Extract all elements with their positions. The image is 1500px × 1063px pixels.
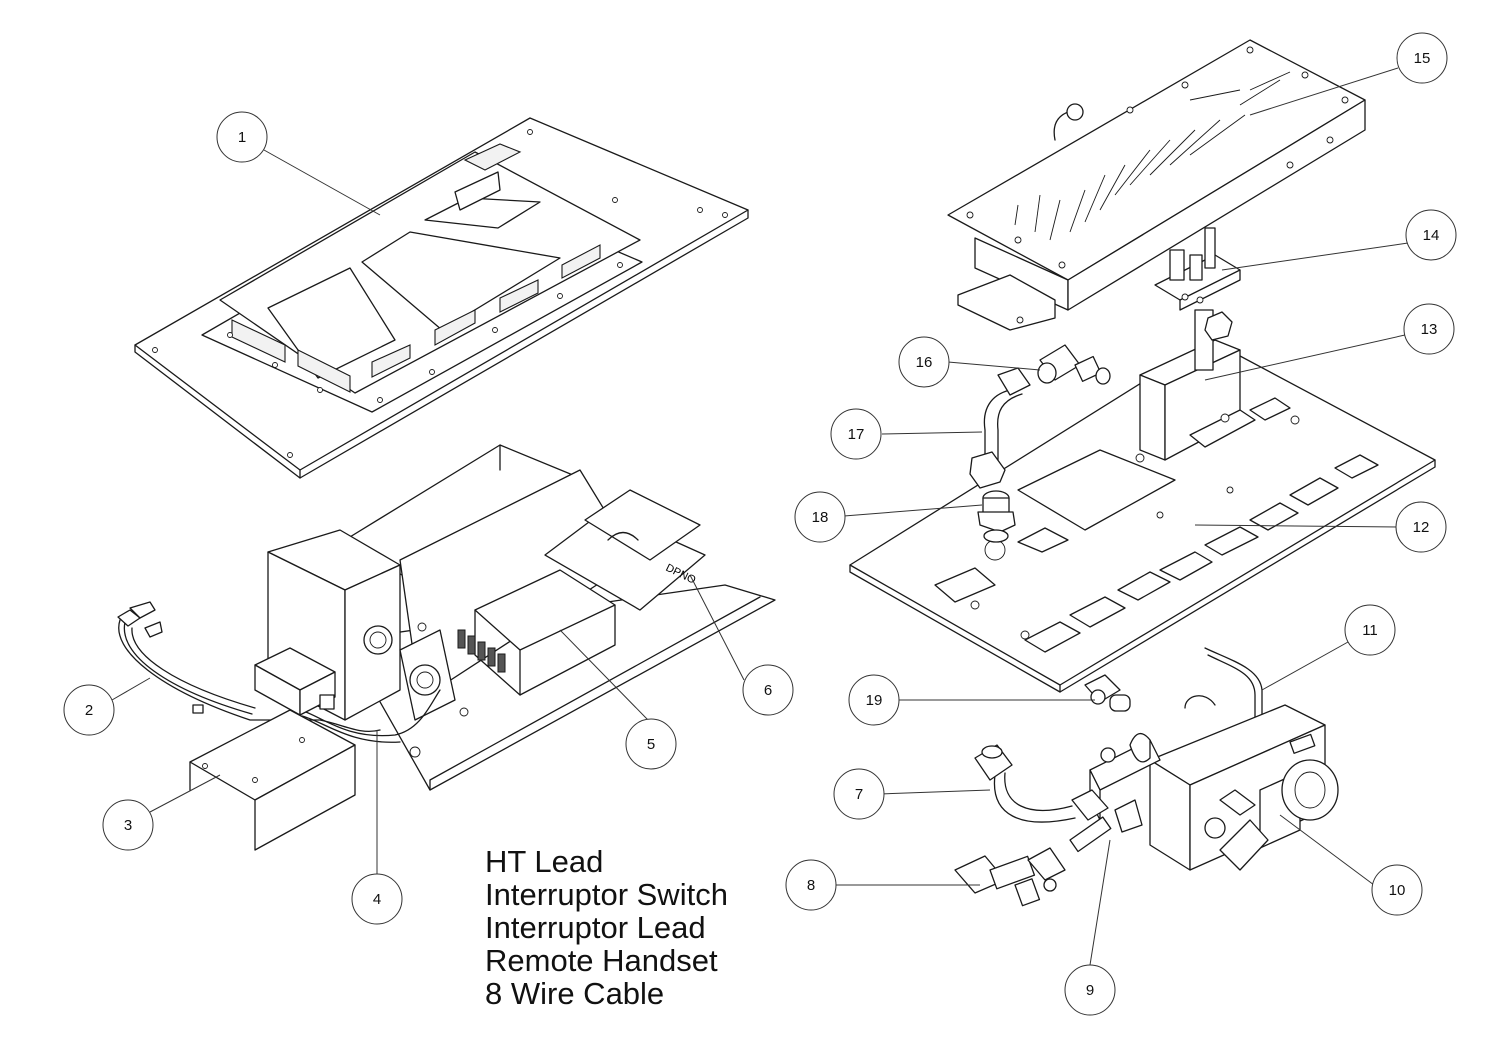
- interruptor-switch-box: [254, 647, 336, 716]
- part-12-mounting-plate: [849, 339, 1436, 693]
- callout-4: 4: [351, 873, 403, 925]
- callout-label: 13: [1421, 321, 1438, 338]
- callout-label: 10: [1389, 882, 1406, 899]
- part-3-switch-cover: [189, 709, 356, 851]
- part-19-fitting: [1084, 674, 1131, 712]
- callout-label: 3: [124, 817, 132, 834]
- callout-label: 18: [812, 509, 829, 526]
- callout-9: 9: [1064, 964, 1116, 1016]
- part-9-pilot-tube: [1069, 799, 1143, 853]
- part-16-elbow-fitting: [1037, 344, 1111, 385]
- legend-list: HT Lead Interruptor Switch Interruptor L…: [485, 845, 728, 1010]
- callout-13: 13: [1403, 303, 1455, 355]
- callout-18: 18: [794, 491, 846, 543]
- callout-label: 8: [807, 877, 815, 894]
- callout-1: 1: [216, 111, 268, 163]
- callout-label: 12: [1413, 519, 1430, 536]
- callout-15: 15: [1396, 32, 1448, 84]
- callout-label: 4: [373, 891, 381, 908]
- callout-label: 16: [916, 354, 933, 371]
- callout-label: 17: [848, 426, 865, 443]
- callout-label: 19: [866, 692, 883, 709]
- base-tray-assembly: DPNO: [267, 444, 776, 791]
- callout-8: 8: [785, 859, 837, 911]
- part-13-support-bracket: [1135, 309, 1256, 463]
- callout-17: 17: [830, 408, 882, 460]
- part-7-gas-supply-pipe: [974, 744, 1109, 823]
- callout-3: 3: [102, 799, 154, 851]
- part-1-cover-plate: [134, 117, 749, 479]
- callout-6: 6: [742, 664, 794, 716]
- leader-lines: [111, 67, 1409, 966]
- legend-item: HT Lead: [485, 844, 604, 879]
- callout-19: 19: [848, 674, 900, 726]
- legend-item: 8 Wire Cable: [485, 976, 665, 1011]
- callout-label: 6: [764, 682, 772, 699]
- callout-label: 5: [647, 736, 655, 753]
- callout-11: 11: [1344, 604, 1396, 656]
- callout-label: 9: [1086, 982, 1094, 999]
- callout-label: 11: [1362, 622, 1378, 639]
- part-8-inlet-fitting: [954, 847, 1066, 907]
- part-14-pilot-bracket: [1154, 227, 1241, 311]
- callout-label: 14: [1423, 227, 1440, 244]
- part-18-bulkhead-connector: [977, 490, 1016, 543]
- callout-label: 15: [1414, 50, 1431, 67]
- callout-5: 5: [625, 718, 677, 770]
- legend-item: Interruptor Switch: [485, 877, 728, 912]
- part-15-burner-top: [947, 39, 1366, 331]
- legend-item: Interruptor Lead: [485, 910, 706, 945]
- callout-7: 7: [833, 768, 885, 820]
- part-2-wire-lead: [117, 601, 441, 743]
- callout-16: 16: [898, 336, 950, 388]
- callout-14: 14: [1405, 209, 1457, 261]
- legend-item: Remote Handset: [485, 943, 718, 978]
- callout-10: 10: [1371, 864, 1423, 916]
- part-17-gas-pipe: [969, 367, 1031, 489]
- callout-2: 2: [63, 684, 115, 736]
- callout-label: 1: [238, 129, 246, 146]
- callout-label: 7: [855, 786, 863, 803]
- callout-label: 2: [85, 702, 93, 719]
- callout-12: 12: [1395, 501, 1447, 553]
- part-10-gas-valve: [1089, 704, 1339, 871]
- part-11-thermocouple-wire: [1184, 647, 1263, 723]
